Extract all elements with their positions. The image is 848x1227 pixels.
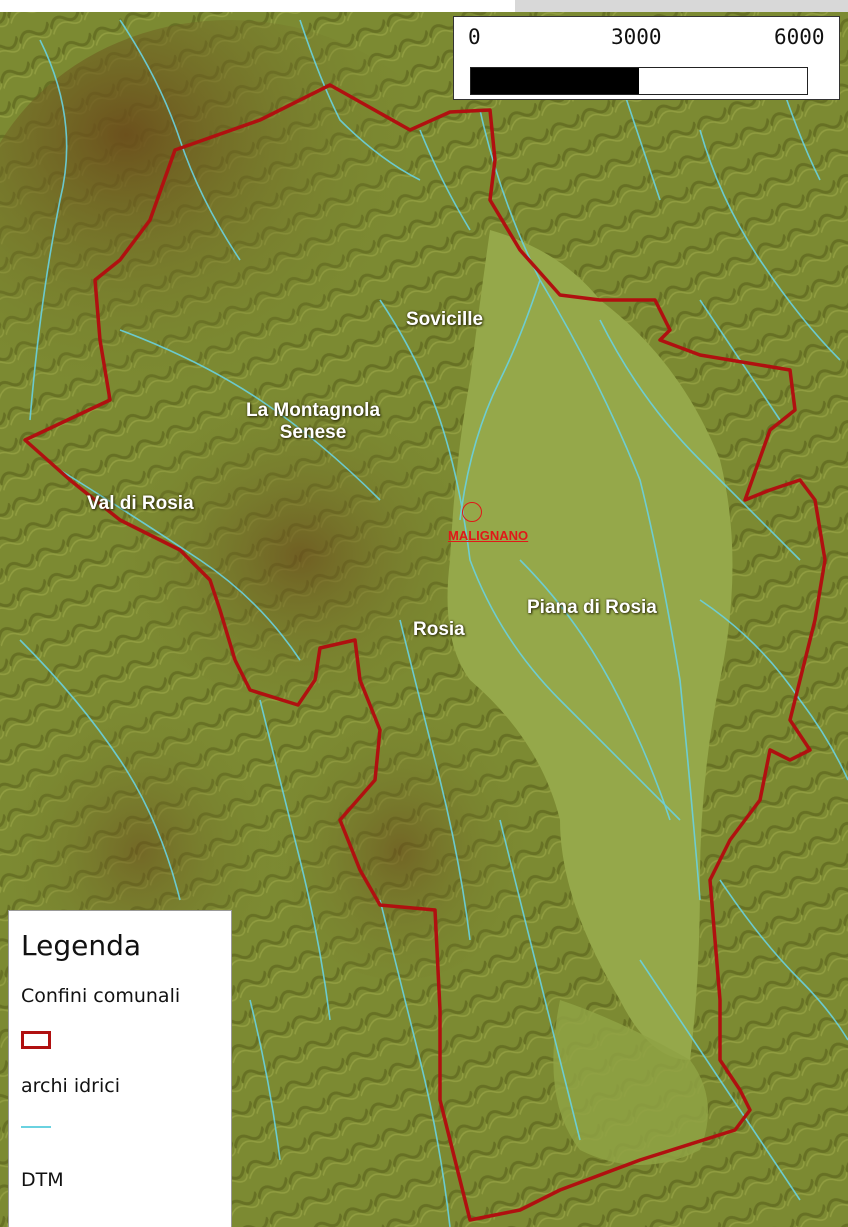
top-margin-right bbox=[515, 0, 848, 12]
scale-tick-3000: 3000 bbox=[611, 25, 662, 49]
cyan-line-icon bbox=[21, 1126, 51, 1128]
piana-di-rosia-plain bbox=[447, 230, 733, 1060]
place-la-montagnola-senese: La Montagnola Senese bbox=[228, 400, 398, 444]
scale-tick-6000: 6000 bbox=[774, 25, 825, 49]
mountain-south bbox=[260, 660, 540, 980]
municipal-boundary bbox=[23, 83, 827, 1222]
scale-bar-panel: 0 3000 6000 bbox=[453, 16, 840, 100]
legend-panel: Legenda Confini comunali archi idrici DT… bbox=[8, 910, 232, 1227]
legend-boundary-label: Confini comunali bbox=[21, 985, 181, 1007]
red-polygon-icon bbox=[21, 1031, 51, 1049]
plain-south bbox=[553, 1000, 708, 1165]
scale-bar bbox=[470, 67, 808, 95]
place-rosia: Rosia bbox=[413, 619, 465, 640]
place-la-montagnola-line2: Senese bbox=[279, 422, 347, 443]
scale-tick-0: 0 bbox=[468, 25, 481, 49]
place-sovicille: Sovicille bbox=[406, 309, 484, 330]
place-val-di-rosia: Val di Rosia bbox=[87, 493, 194, 514]
place-piana-di-rosia: Piana di Rosia bbox=[527, 597, 657, 618]
place-malignano: MALIGNANO bbox=[448, 528, 529, 543]
legend-dtm-label: DTM bbox=[21, 1169, 64, 1191]
place-la-montagnola-line1: La Montagnola bbox=[245, 400, 381, 421]
malignano-location-marker bbox=[462, 502, 482, 522]
legend-title: Legenda bbox=[21, 929, 142, 962]
legend-rivers-label: archi idrici bbox=[21, 1075, 120, 1097]
mountain-montagnola bbox=[100, 340, 500, 700]
scale-bar-black-segment bbox=[471, 68, 639, 94]
mountain-southwest bbox=[0, 660, 290, 980]
